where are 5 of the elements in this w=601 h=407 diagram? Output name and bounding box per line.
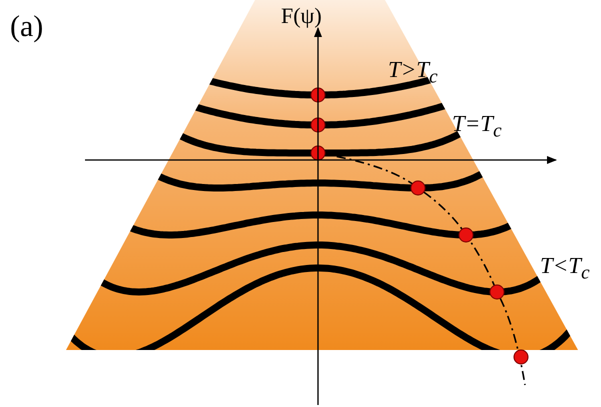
axis-label: F(ψ): [281, 5, 322, 27]
temperature-label: T>T$_{c}$: [388, 58, 438, 87]
temperature-label: T=T$_{c}$: [452, 112, 502, 141]
panel-label: (a): [10, 12, 44, 42]
temperature-label: T<T$_{c}$: [540, 254, 590, 283]
